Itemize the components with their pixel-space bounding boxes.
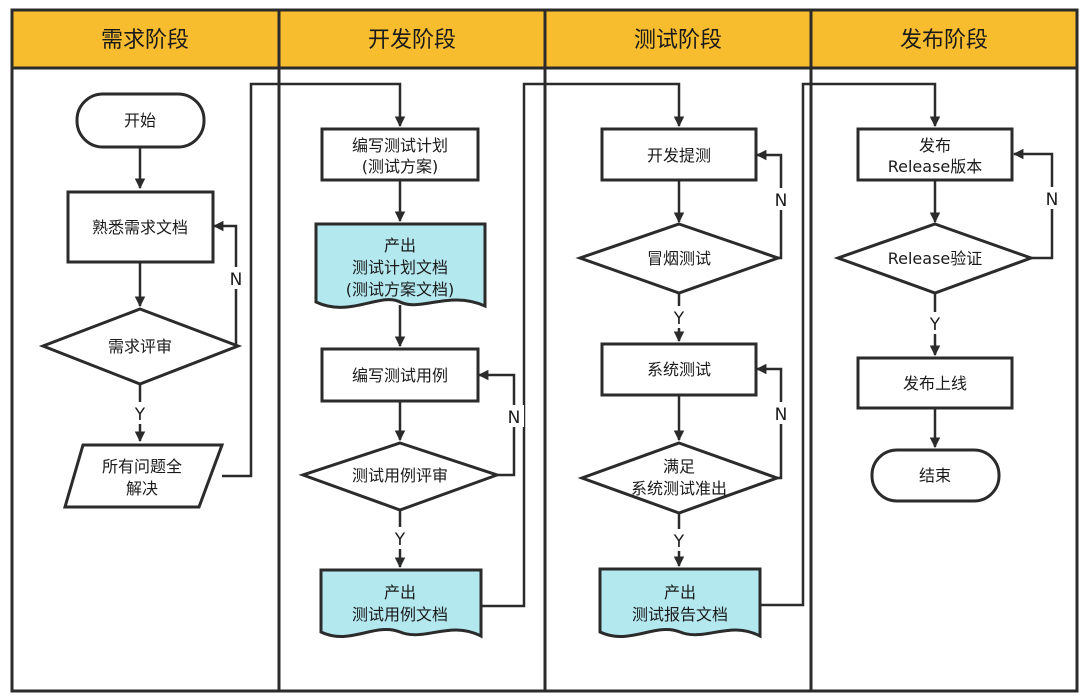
node-release-verification[interactable]: Release验证 [833,222,1036,295]
label-no-req-review: N [230,270,243,290]
node-plan-doc-line1: 产出 [384,236,416,255]
node-dev-submit-test[interactable]: 开发提测 [600,127,758,182]
node-test-case-document[interactable]: 产出 测试用例文档 [319,568,483,639]
edge-to-release-lane [760,82,941,607]
node-system-test-label: 系统测试 [647,360,711,379]
node-system-test[interactable]: 系统测试 [600,342,758,397]
node-write-plan-line1: 编写测试计划 [352,136,448,155]
node-go-live-label: 发布上线 [903,374,967,393]
node-smoke-test-label: 冒烟测试 [647,249,711,268]
edge-to-dev-lane [222,82,406,478]
label-yes-verify: Y [929,315,941,335]
node-plan-doc-line3: (测试方案文档) [346,280,455,299]
swimlane-requirements: 需求阶段 [10,8,281,693]
node-submit-test-label: 开发提测 [647,146,711,165]
node-case-doc-line1: 产出 [384,583,416,602]
node-case-review-label: 测试用例评审 [352,466,448,485]
edge-to-test-lane [481,82,685,608]
node-release-version[interactable]: 发布 Release版本 [856,127,1014,182]
lane-title-testing: 测试阶段 [634,28,722,53]
node-all-problems-solved[interactable]: 所有问题全 解决 [63,443,225,509]
node-plan-doc-line2: 测试计划文档 [352,258,448,277]
lane-title-development: 开发阶段 [368,28,456,53]
label-yes-criteria: Y [673,532,685,552]
node-write-cases-label: 编写测试用例 [352,366,448,385]
label-no-criteria: N [775,405,788,425]
node-all-solved-line1: 所有问题全 [102,457,182,476]
node-release-version-line1: 发布 [919,136,951,155]
edge-review-no-loop [212,220,238,346]
edge-labels: N Y N Y N Y N Y N Y [130,187,1062,552]
node-end-label: 结束 [919,466,951,485]
node-test-report-document[interactable]: 产出 测试报告文档 [598,567,762,639]
node-requirements-review[interactable]: 需求评审 [38,307,243,386]
node-case-doc-line2: 测试用例文档 [352,605,448,624]
node-release-verify-label: Release验证 [888,249,983,268]
label-no-verify: N [1046,190,1059,210]
node-familiarize-requirements[interactable]: 熟悉需求文档 [66,190,215,264]
node-report-doc-line2: 测试报告文档 [632,605,728,624]
node-write-plan-line2: (测试方案) [362,157,439,176]
node-go-live[interactable]: 发布上线 [856,356,1014,410]
lane-title-requirements: 需求阶段 [101,28,189,53]
node-report-doc-line1: 产出 [664,583,696,602]
node-end[interactable]: 结束 [870,448,1001,503]
node-test-case-review[interactable]: 测试用例评审 [298,441,502,512]
node-familiarize-label: 熟悉需求文档 [92,218,188,237]
node-criteria-line1: 满足 [663,457,695,476]
label-yes-req-review: Y [134,405,146,425]
lane-title-release: 发布阶段 [900,28,988,53]
node-write-test-plan[interactable]: 编写测试计划 (测试方案) [320,127,480,182]
node-all-solved-line2: 解决 [126,479,158,498]
node-start[interactable]: 开始 [75,92,206,149]
swimlane-release: 发布阶段 [809,8,1079,693]
node-meet-exit-criteria[interactable]: 满足 系统测试准出 [577,441,782,515]
node-req-review-label: 需求评审 [108,337,172,356]
label-yes-smoke: Y [673,309,685,329]
node-smoke-test[interactable]: 冒烟测试 [575,222,783,295]
node-release-version-line2: Release版本 [888,157,983,176]
node-start-label: 开始 [124,111,156,130]
node-test-plan-document[interactable]: 产出 测试计划文档 (测试方案文档) [314,222,487,309]
label-no-smoke: N [775,191,788,211]
node-criteria-line2: 系统测试准出 [631,479,727,498]
label-no-case-review: N [508,408,521,428]
label-yes-case-review: Y [394,530,406,550]
node-write-test-cases[interactable]: 编写测试用例 [320,347,480,403]
